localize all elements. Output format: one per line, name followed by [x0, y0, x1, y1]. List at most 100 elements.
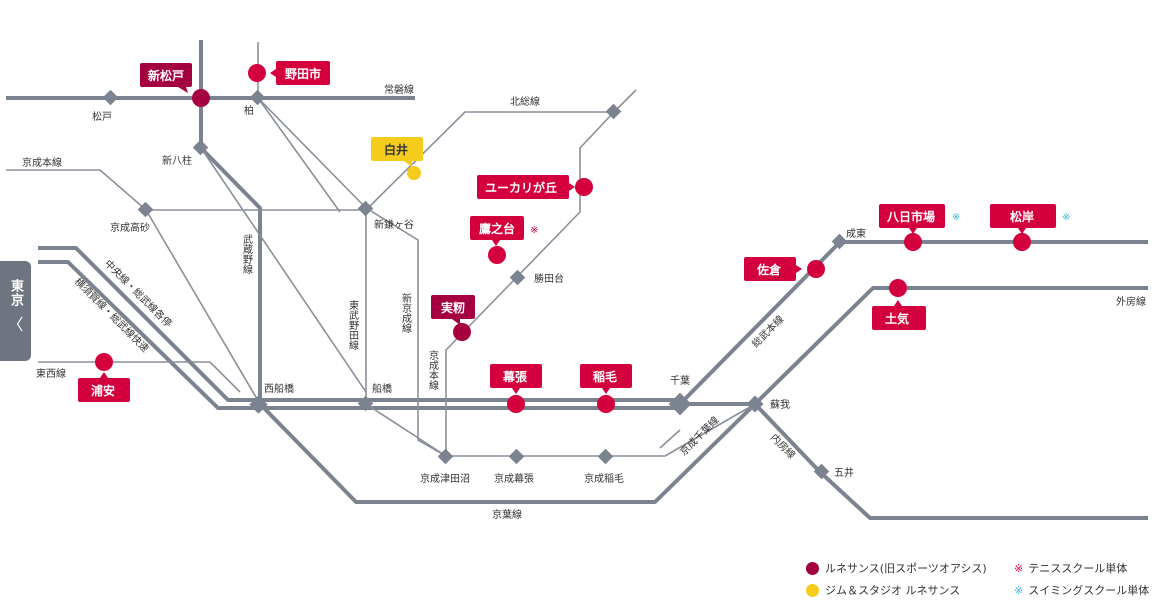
- tozai-line-label: 東西線: [36, 367, 66, 380]
- station-marker-keisei-takasago: [137, 201, 154, 218]
- keisei-main-center-label: 京成本線: [427, 349, 439, 390]
- facility-tag-inage[interactable]: 稲毛: [580, 364, 632, 394]
- facility-tag-mimomi[interactable]: 実籾: [431, 295, 475, 325]
- swim-mark-matsugishi: ※: [1062, 212, 1070, 223]
- facility-dot-takanodai[interactable]: [488, 246, 506, 264]
- facility-dot-inage[interactable]: [597, 395, 615, 413]
- station-label-soga: 蘇我: [770, 398, 790, 411]
- station-label-shin-yahashira: 新八柱: [162, 154, 192, 167]
- keisei-lower-line: [365, 403, 756, 457]
- facility-dot-makuhari[interactable]: [507, 395, 525, 413]
- svg-text:佐倉: 佐倉: [756, 262, 782, 277]
- station-label-shin-kamagaya: 新鎌ヶ谷: [374, 218, 414, 231]
- tennis-mark-takanodai: ※: [530, 225, 538, 236]
- svg-text:松岸: 松岸: [1010, 209, 1034, 224]
- svg-text:実籾: 実籾: [441, 300, 465, 315]
- facility-dot-mimomi[interactable]: [453, 323, 471, 341]
- swim-asterisk-icon: ※: [1014, 583, 1024, 597]
- facility-tag-noda-shi[interactable]: 野田市: [270, 61, 330, 85]
- facility-tag-shin-matsudo[interactable]: 新松戸: [140, 63, 192, 93]
- svg-text:鷹之台: 鷹之台: [479, 221, 515, 236]
- tennis-asterisk-icon: ※: [1014, 561, 1024, 575]
- facility-tag-makuhari[interactable]: 幕張: [490, 364, 542, 394]
- station-marker-keisei-tsudanuma: [437, 448, 454, 465]
- facility-tag-yukarigaoka[interactable]: ユーカリが丘: [477, 175, 575, 199]
- legend-label-runesansu-old: ルネサンス(旧スポーツオアシス): [825, 562, 987, 575]
- musashino-line-label: 武蔵野線: [241, 233, 253, 274]
- dark-red-dot-icon: [806, 561, 819, 575]
- station-marker-narito: [831, 233, 848, 250]
- keisei-chiba-line: [659, 429, 681, 449]
- legend-item-swimming: ※ スイミングスクール単体: [1014, 582, 1149, 598]
- facility-tag-matsugishi[interactable]: 松岸: [990, 204, 1056, 234]
- tokyo-tab-button[interactable]: 東京 〈: [0, 261, 31, 361]
- station-label-nishi-funabashi: 西船橋: [264, 382, 294, 395]
- yokosuka-sobu-line-label: 横須賀線・総武線快速: [72, 275, 152, 355]
- tokyo-tab-label: 東京: [8, 279, 23, 307]
- sobu-main-line-label: 総武本線: [749, 313, 786, 350]
- svg-text:浦安: 浦安: [91, 383, 115, 398]
- sotobo-line: [680, 286, 1148, 406]
- svg-text:八日市場: 八日市場: [886, 209, 935, 224]
- facility-dot-yokaichiba[interactable]: [904, 233, 922, 251]
- station-label-keisei-inage: 京成稲毛: [584, 472, 624, 485]
- station-label-keisei-makuhari: 京成幕張: [494, 472, 534, 485]
- legend: ルネサンス(旧スポーツオアシス) ジム＆スタジオ ルネサンス ※ テニススクール…: [806, 558, 1156, 602]
- svg-text:白井: 白井: [384, 142, 408, 157]
- station-label-funabashi: 船橋: [372, 382, 392, 395]
- facility-tag-urayasu[interactable]: 浦安: [78, 372, 130, 402]
- legend-item-tennis: ※ テニススクール単体: [1014, 560, 1127, 576]
- station-label-goi: 五井: [834, 466, 854, 479]
- joban-line-label: 常磐線: [384, 83, 414, 96]
- station-marker-shin-yahashira: [192, 139, 209, 156]
- svg-text:新松戸: 新松戸: [148, 68, 184, 83]
- keisei-main-left-label: 京成本線: [22, 156, 62, 169]
- keisei-main-to-nishifunabashi: [145, 209, 261, 405]
- facility-tag-yokaichiba[interactable]: 八日市場: [879, 204, 945, 234]
- facility-dot-toke[interactable]: [889, 279, 907, 297]
- facility-dot-noda-shi[interactable]: [248, 64, 266, 82]
- swim-mark-yokaichiba: ※: [952, 212, 960, 223]
- facility-tag-toke[interactable]: 土気: [872, 300, 926, 330]
- facility-tag-takanodai[interactable]: 鷹之台: [470, 216, 524, 246]
- chuo-sobu-line: [38, 246, 680, 402]
- facility-dot-urayasu[interactable]: [95, 353, 113, 371]
- legend-label-swimming: スイミングスクール単体: [1028, 584, 1150, 597]
- station-marker-soga: [746, 395, 764, 413]
- tozai-line: [38, 361, 241, 393]
- shin-keisei-line-label: 新京成線: [400, 292, 412, 333]
- station-marker-nishi-funabashi: [249, 395, 268, 414]
- facility-tag-shiroi[interactable]: 白井: [371, 137, 423, 167]
- station-marker-matsudo: [102, 89, 119, 106]
- keiyo-line-label: 京葉線: [492, 508, 522, 521]
- legend-label-tennis: テニススクール単体: [1028, 562, 1128, 575]
- svg-text:稲毛: 稲毛: [593, 369, 617, 384]
- station-label-narito: 成東: [846, 227, 866, 240]
- station-label-kashiwa: 柏: [244, 104, 254, 117]
- legend-item-runesansu-old: ルネサンス(旧スポーツオアシス): [806, 560, 987, 576]
- legend-item-gym-studio: ジム＆スタジオ ルネサンス: [806, 582, 960, 598]
- yellow-dot-icon: [806, 583, 819, 597]
- keisei-main-left-line: [6, 169, 147, 211]
- svg-text:土気: 土気: [885, 311, 909, 326]
- station-label-chiba: 千葉: [670, 374, 690, 387]
- keisei-chiba-line-label: 京成千葉線: [677, 414, 722, 459]
- facility-tag-sakura[interactable]: 佐倉: [744, 257, 802, 281]
- keisei-main-center-line: [445, 111, 615, 456]
- tobu-noda-line-label: 東武野田線: [347, 299, 359, 350]
- facility-dot-yukarigaoka[interactable]: [575, 178, 593, 196]
- sotobo-line-label: 外房線: [1116, 295, 1146, 308]
- facility-dot-shiroi[interactable]: [407, 166, 421, 180]
- station-label-matsudo: 松戸: [92, 110, 112, 123]
- hokuso-line-label: 北総線: [510, 95, 540, 108]
- svg-text:野田市: 野田市: [285, 66, 321, 81]
- station-marker-chiba: [668, 392, 692, 416]
- station-marker-keisei-inage: [597, 448, 614, 465]
- facility-dot-sakura[interactable]: [807, 260, 825, 278]
- shin-keisei-line: [365, 207, 447, 457]
- facility-dot-matsugishi[interactable]: [1013, 233, 1031, 251]
- facility-dot-shin-matsudo[interactable]: [192, 89, 210, 107]
- hokuso-line: [146, 89, 637, 211]
- station-label-keisei-tsudanuma: 京成津田沼: [420, 472, 470, 485]
